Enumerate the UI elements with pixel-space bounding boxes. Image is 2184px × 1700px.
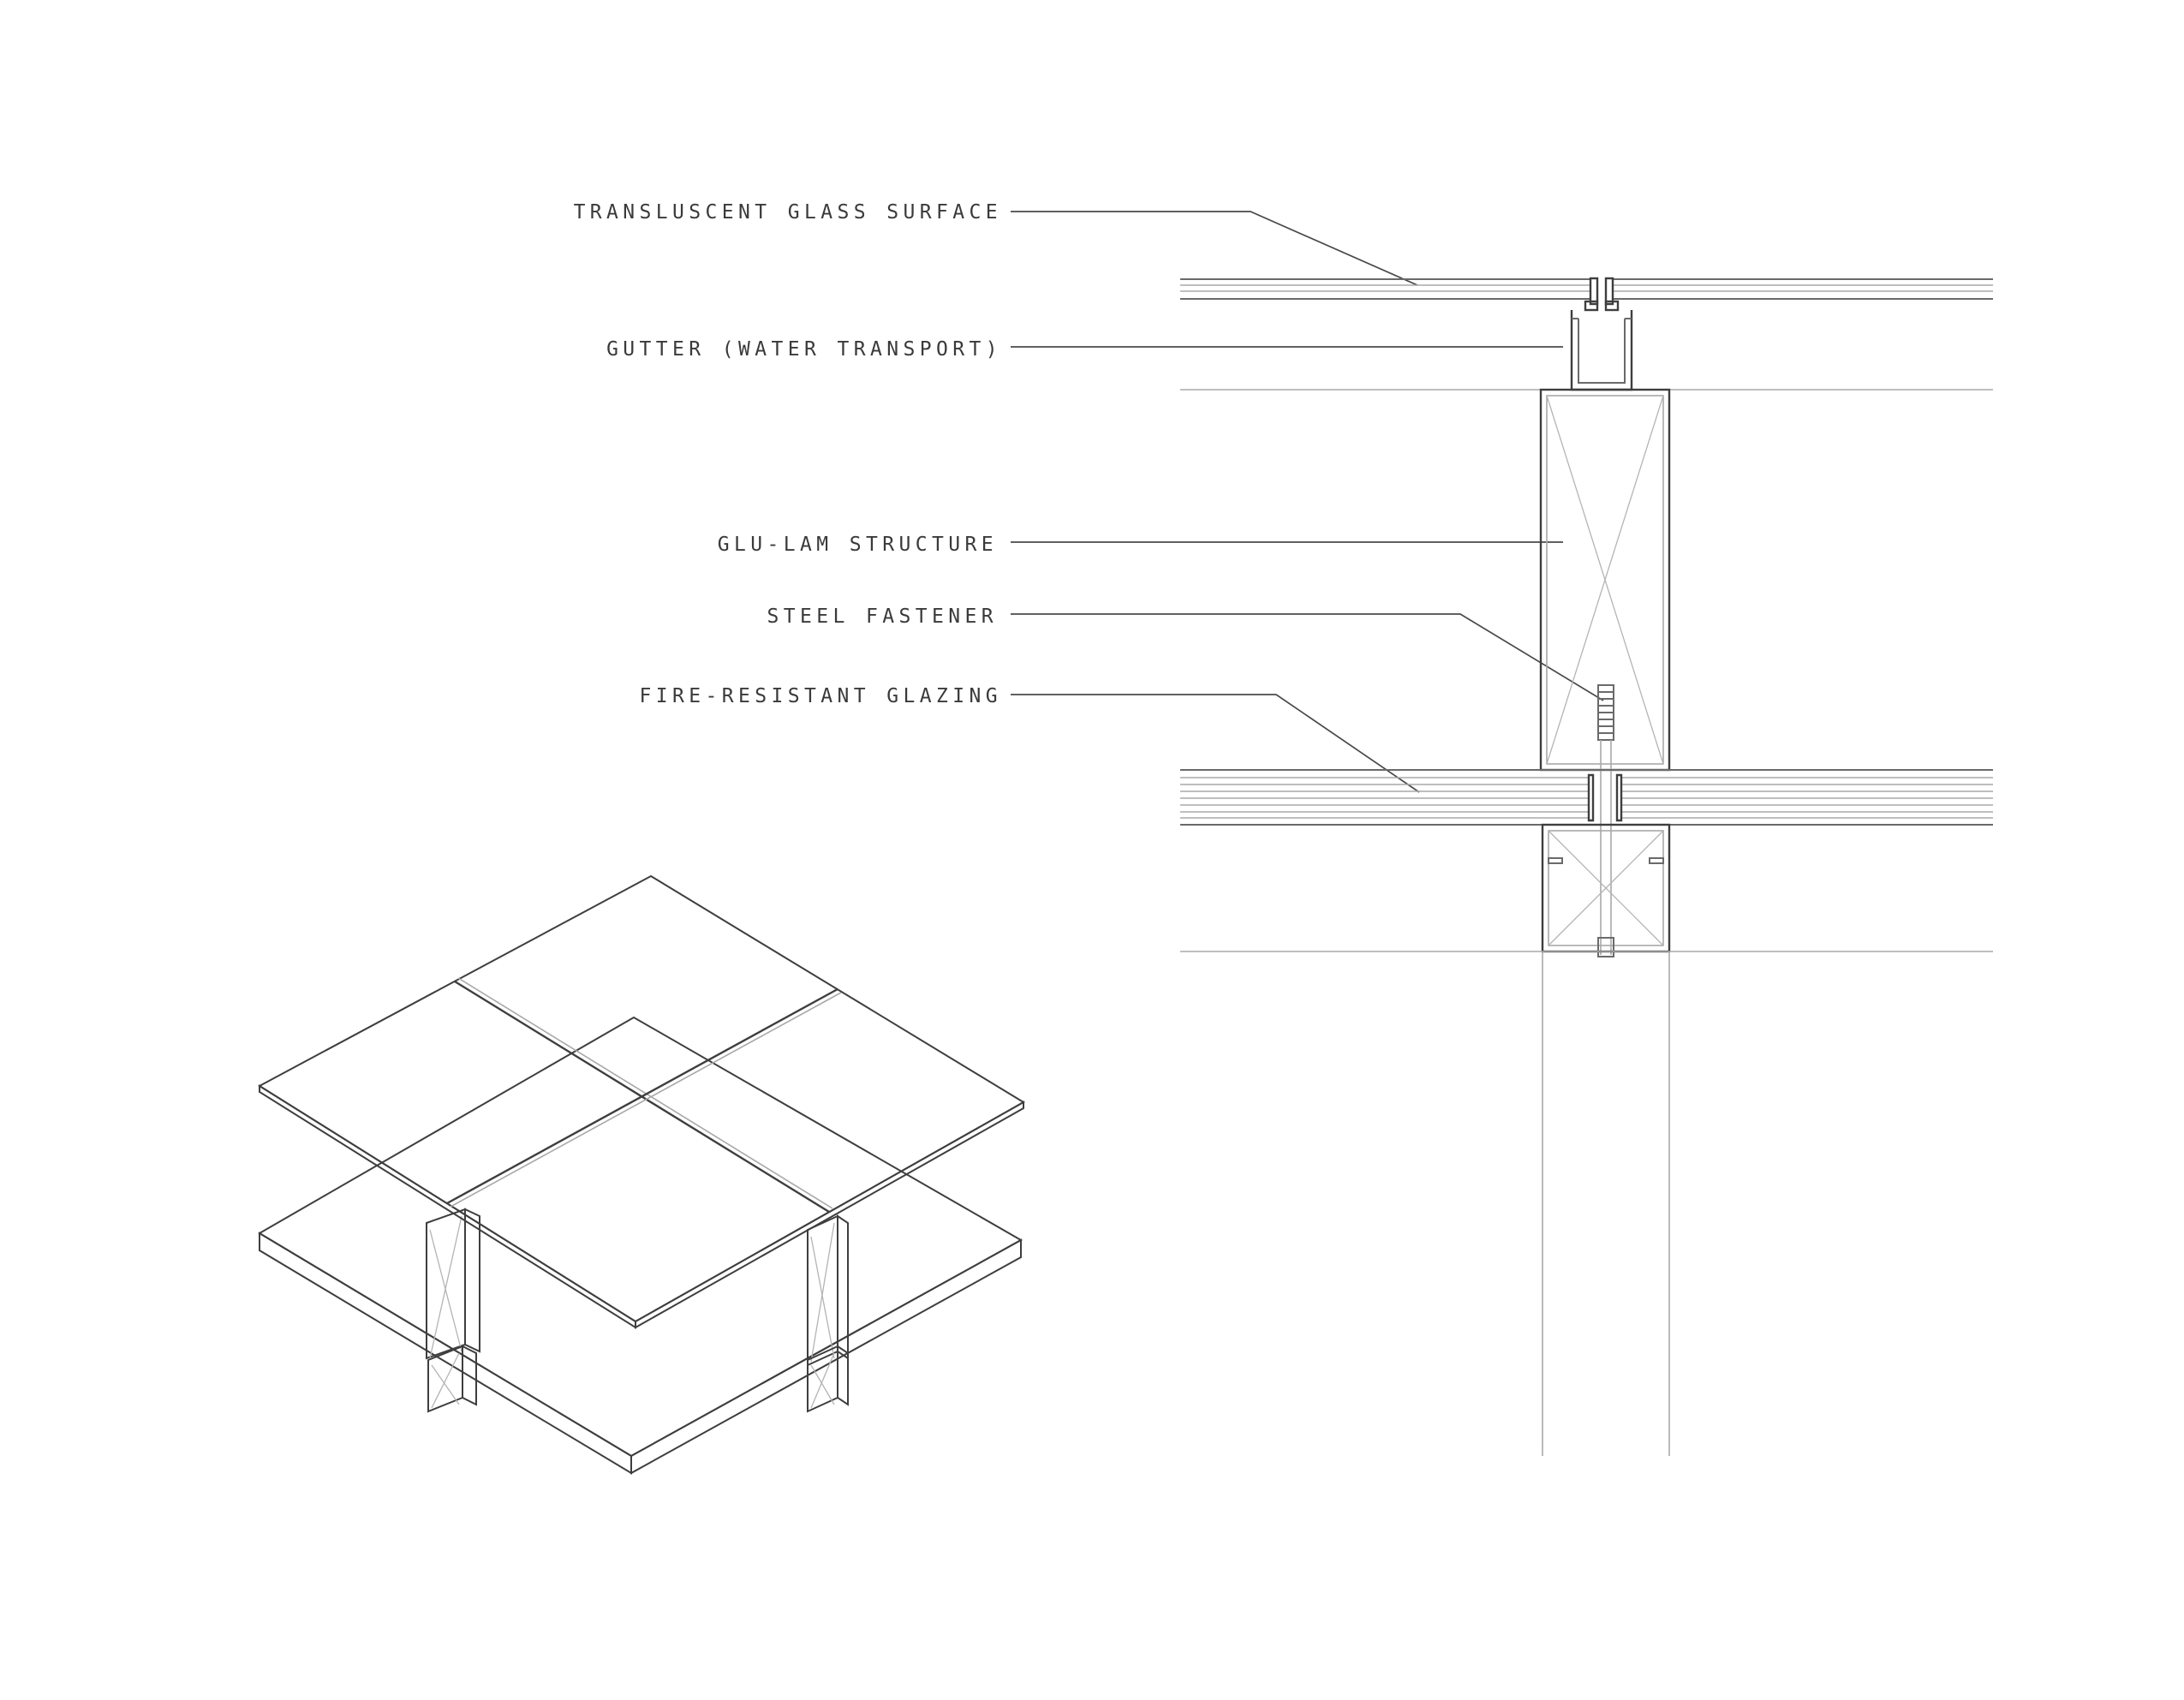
label-glu-lam-structure: GLU-LAM STRUCTURE: [718, 534, 998, 556]
leader-fire-resistant-glazing: [1011, 694, 1420, 793]
isometric-module-view: [258, 874, 1025, 1475]
label-gutter: GUTTER (WATER TRANSPORT): [606, 338, 1002, 361]
label-steel-fastener: STEEL FASTENER: [767, 605, 998, 628]
callout-labels: TRANSLUSCENT GLASS SURFACE GUTTER (WATER…: [574, 201, 1002, 707]
fire-resistant-glazing-band: [1180, 769, 1993, 826]
leader-steel-fastener: [1011, 613, 1604, 701]
glu-lam-beam: [1539, 388, 1671, 772]
translucent-glass-roof: [1180, 278, 1993, 300]
label-translucent-glass-surface: TRANSLUSCENT GLASS SURFACE: [574, 201, 1002, 224]
isometric-column-rear-left: [426, 1208, 480, 1413]
lower-beam-section: [1541, 823, 1671, 957]
leader-lines: [1011, 211, 1604, 793]
label-fire-resistant-glazing: FIRE-RESISTANT GLAZING: [640, 685, 1002, 707]
steel-fastener-plate: [1597, 684, 1614, 955]
gutter-channel: [1570, 310, 1633, 391]
column-below: [1542, 951, 1670, 1456]
glazing-clamps: [1584, 277, 1620, 312]
isometric-floor-slab: [258, 1016, 1023, 1475]
isometric-column-rear-right: [807, 1214, 849, 1413]
leader-translucent-glass-surface: [1011, 211, 1418, 286]
roof-panel-joint-b: [446, 987, 838, 1205]
section-detail: [1180, 277, 1993, 1456]
isometric-roof-slab: [258, 874, 1025, 1329]
